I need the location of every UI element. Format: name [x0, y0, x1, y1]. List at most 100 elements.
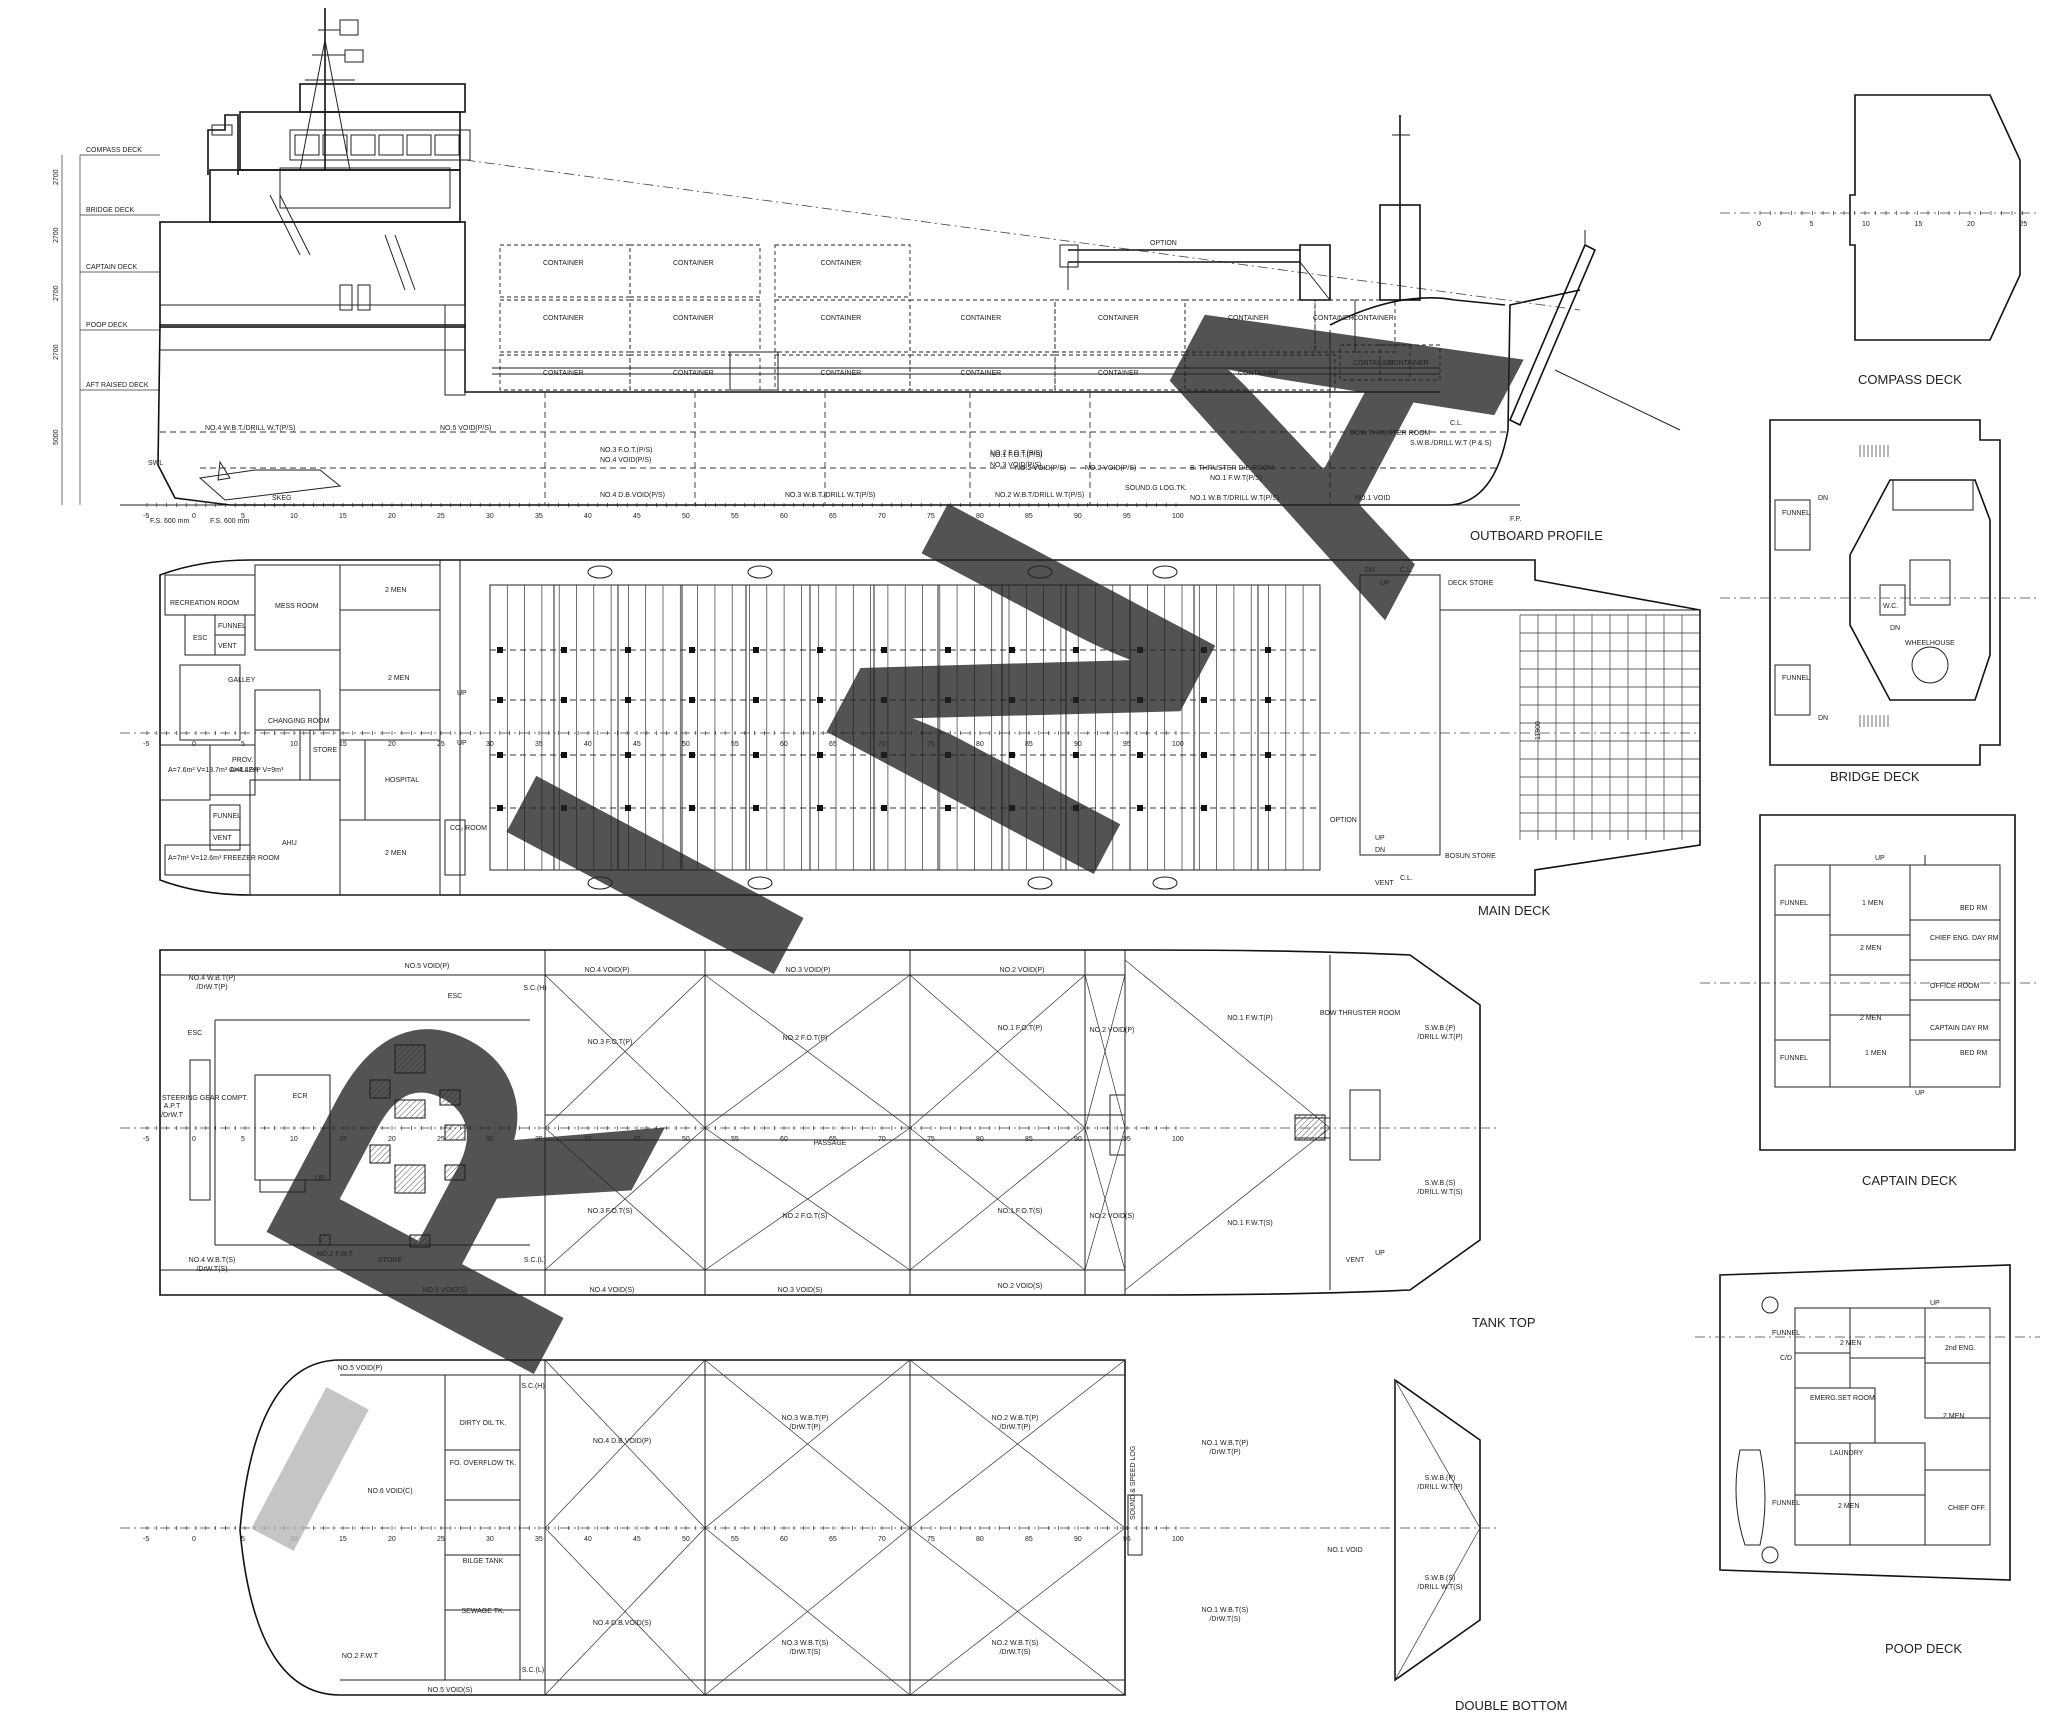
tank-diagonal	[544, 1359, 706, 1529]
container-label: CONTAINER	[1098, 315, 1139, 322]
captain-room-label: UP	[1875, 855, 1885, 862]
container-outline	[774, 354, 911, 391]
lashing-point	[1201, 752, 1207, 758]
sound-speed-log-label: SOUND & SPEED LOG	[1130, 1446, 1137, 1520]
poop-room-label: 2 MEN	[1838, 1503, 1859, 1510]
cl-label: C.L.	[1450, 420, 1463, 427]
main-deck-room-label: UP	[457, 740, 467, 747]
lashing-point	[561, 697, 567, 703]
container-label: CONTAINER	[1313, 315, 1354, 322]
frame-number: 75	[927, 513, 935, 520]
tank-top-label: PASSAGE	[814, 1140, 847, 1147]
captain-room-label: 1 MEN	[1862, 900, 1883, 907]
double-bottom-label: BILGE TANK	[463, 1558, 504, 1565]
lashing-point	[1201, 647, 1207, 653]
frame-number: 10	[290, 513, 298, 520]
frame-number: 60	[780, 1136, 788, 1143]
profile-tank-label: NO.2 VOID(P/S)	[1085, 465, 1136, 472]
lashing-point	[753, 752, 759, 758]
frame-number: 0	[192, 741, 196, 748]
main-deck-room-label: UP	[457, 690, 467, 697]
tank-diagonal	[909, 1359, 1126, 1529]
machinery-block	[369, 1079, 391, 1099]
double-bottom-label: S.C.(H)	[521, 1383, 544, 1390]
tank-diagonal	[909, 974, 1086, 1129]
profile-tank-label: B. THRUSTER D/E ROOM	[1190, 465, 1274, 472]
lashing-point	[753, 805, 759, 811]
frame-number: 35	[535, 1136, 543, 1143]
captain-room-label: OFFICE ROOM	[1930, 983, 1980, 990]
main-deck-room-label: DN	[1375, 847, 1385, 854]
bridge-window	[378, 134, 404, 156]
swl-label: SWL	[148, 460, 163, 467]
bridge-window	[350, 134, 376, 156]
container-outline	[909, 354, 1056, 391]
lashing-point	[561, 647, 567, 653]
main-deck-room-label: ESC	[193, 635, 207, 642]
tank-top-plan: NO.5 VOID(P)NO.4 VOID(P)NO.3 VOID(P)NO.2…	[120, 949, 1500, 1296]
room-outline	[209, 829, 241, 851]
lashing-point	[497, 752, 503, 758]
main-deck-room-label: CHANGING ROOM	[268, 718, 330, 725]
container-label: CONTAINER	[1353, 315, 1394, 322]
double-bottom-label: SEWAGE TK.	[461, 1608, 504, 1615]
lashing-point	[561, 752, 567, 758]
profile-tank-label: NO.3 VOID(P/S)	[990, 462, 1041, 469]
double-bottom-label: FO. OVERFLOW TK.	[450, 1460, 516, 1467]
bridge-window	[406, 134, 432, 156]
machinery-block	[394, 1164, 426, 1194]
tank-top-label: ECR	[293, 1093, 308, 1100]
room-outline	[309, 729, 341, 781]
frame-number: 90	[1074, 513, 1082, 520]
container-outline	[629, 354, 761, 391]
container-label: CONTAINER	[543, 260, 584, 267]
lashing-point	[1137, 752, 1143, 758]
frame-number: 85	[1025, 1536, 1033, 1543]
tank-top-label: NO.1 F.W.T(P)	[1227, 1015, 1273, 1022]
main-deck-room-label: UP	[1375, 835, 1385, 842]
frame-number: 10	[1862, 221, 1870, 228]
main-deck-room-label: OPTION	[1330, 817, 1357, 824]
room-outline	[339, 689, 441, 741]
frame-number: 5	[241, 741, 245, 748]
lashing-point	[881, 805, 887, 811]
double-bottom-label: NO.3 W.B.T(P)/DrW.T(P)	[782, 1415, 829, 1431]
frame-number: 70	[878, 741, 886, 748]
double-bottom-plan: NO.5 VOID(P)S.C.(H)DIRTY OIL TK.FO. OVER…	[120, 1359, 1500, 1696]
frame-number: 100	[1172, 1536, 1184, 1543]
tank-top-label: NO.2 VOID(S)	[1090, 1213, 1135, 1220]
frame-number: 30	[486, 513, 494, 520]
breadth-dimension: 11800	[1535, 721, 1542, 740]
frame-number: 80	[976, 741, 984, 748]
main-deck-room-label: CO₂ ROOM	[450, 825, 487, 832]
tank-top-label: S.C.(L)	[524, 1257, 546, 1264]
frame-number: 40	[584, 741, 592, 748]
double-bottom-label: NO.4 D.B.VOID(P)	[593, 1438, 651, 1445]
main-deck-room-label: VENT	[218, 643, 237, 650]
bridge-room-label: FUNNEL	[1782, 675, 1810, 682]
bridge-window	[322, 134, 348, 156]
container-label: CONTAINER	[1228, 315, 1269, 322]
main-deck-room-label: C.L.	[1400, 875, 1413, 882]
main-deck-room-label: 2 MEN	[388, 675, 409, 682]
lashing-point	[497, 697, 503, 703]
profile-tank-label: S.W.B./DRILL W.T (P & S)	[1410, 440, 1492, 447]
tank-diagonal	[544, 1527, 706, 1696]
double-bottom-label: NO.1 VOID	[1327, 1547, 1362, 1554]
frame-number: 40	[584, 1136, 592, 1143]
frame-number: 20	[1967, 221, 1975, 228]
profile-tank-label: NO.3 F.O.T.(P/S)	[600, 447, 653, 454]
bollard	[747, 876, 773, 890]
frame-number: 100	[1172, 741, 1184, 748]
room-outline	[1829, 934, 1911, 976]
deck-height-label: 2700	[53, 285, 60, 301]
room-outline	[1924, 1307, 1991, 1364]
frame-number: 20	[388, 1136, 396, 1143]
tank-top-label: NO.3 VOID(P)	[786, 967, 831, 974]
frame-number: 0	[192, 1536, 196, 1543]
bridge-window	[294, 134, 320, 156]
room-outline	[249, 779, 341, 896]
tank-diagonal	[704, 1527, 911, 1696]
